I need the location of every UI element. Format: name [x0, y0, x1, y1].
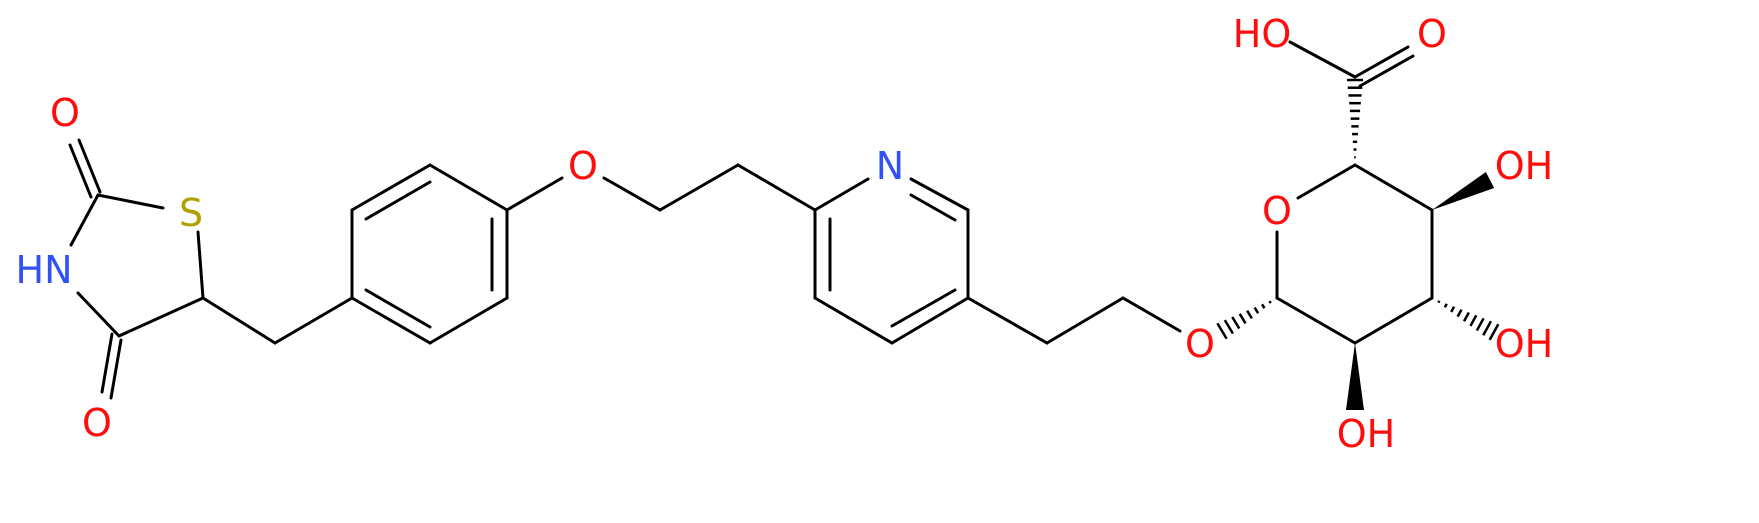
bond-3 — [76, 291, 121, 338]
bond-44 — [1358, 54, 1415, 88]
atom-label-s-tzd: S — [179, 191, 203, 235]
bond-25 — [909, 177, 970, 212]
bond-23 — [736, 163, 817, 212]
bond-15 — [428, 296, 509, 345]
hashed-bond-c1-oglyc — [1216, 300, 1272, 340]
bond-4 — [69, 193, 100, 247]
bond-17 — [364, 180, 432, 221]
bond-43 — [1353, 45, 1410, 79]
bond-10 — [273, 296, 354, 345]
atom-label-n-pyridine: N — [876, 144, 904, 188]
bond-40 — [1296, 163, 1357, 200]
bond-22 — [658, 163, 740, 212]
atom-label-oh-c3: OH — [1495, 322, 1553, 366]
bond-36 — [1275, 296, 1357, 345]
atom-label-o-ring: O — [1262, 189, 1292, 233]
bond-20 — [505, 176, 564, 212]
atom-label-ho-acid: HO — [1233, 12, 1291, 56]
bond-39 — [1353, 163, 1434, 212]
atom-label-o-tzd-top: O — [50, 91, 80, 135]
bonds — [68, 40, 1434, 400]
wedge-bond-c2-oh — [1346, 343, 1364, 410]
bond-30 — [909, 193, 957, 222]
bond-19 — [364, 288, 432, 329]
bond-2 — [117, 296, 205, 338]
atom-label-oh-c4: OH — [1495, 144, 1553, 188]
bond-8 — [100, 332, 114, 394]
atom-label-o-glycosidic: O — [1185, 322, 1215, 366]
bond-5 — [77, 138, 102, 194]
atom-labels: O S HN O O N O O HO O OH OH OH — [16, 12, 1554, 456]
bond-6 — [68, 143, 93, 199]
bond-31 — [890, 288, 957, 328]
bond-27 — [890, 296, 970, 345]
bond-33 — [966, 296, 1049, 345]
bond-9 — [201, 296, 277, 345]
stereo-bonds — [1216, 78, 1500, 410]
atom-label-o-acid: O — [1417, 12, 1447, 56]
bond-35 — [1121, 296, 1182, 333]
bond-12 — [350, 163, 432, 212]
bond-7 — [109, 338, 123, 400]
atom-label-o-tzd-bottom: O — [82, 401, 112, 445]
bond-34 — [1045, 296, 1125, 345]
atom-label-o-ether: O — [568, 144, 598, 188]
bond-37 — [1353, 296, 1434, 345]
hashed-bond-c3-oh — [1437, 300, 1500, 341]
atom-label-oh-c2: OH — [1337, 412, 1395, 456]
bond-42 — [1288, 40, 1357, 79]
bond-13 — [428, 163, 509, 212]
hashed-bond-c5-carboxyl — [1347, 78, 1363, 159]
bond-16 — [350, 296, 432, 345]
bond-21 — [602, 176, 662, 212]
bond-24 — [813, 177, 870, 212]
bond-1 — [196, 230, 205, 300]
bond-0 — [96, 193, 165, 210]
bond-28 — [813, 296, 894, 345]
wedge-bond-c4-oh — [1432, 172, 1495, 210]
atom-label-hn-tzd: HN — [16, 248, 73, 292]
